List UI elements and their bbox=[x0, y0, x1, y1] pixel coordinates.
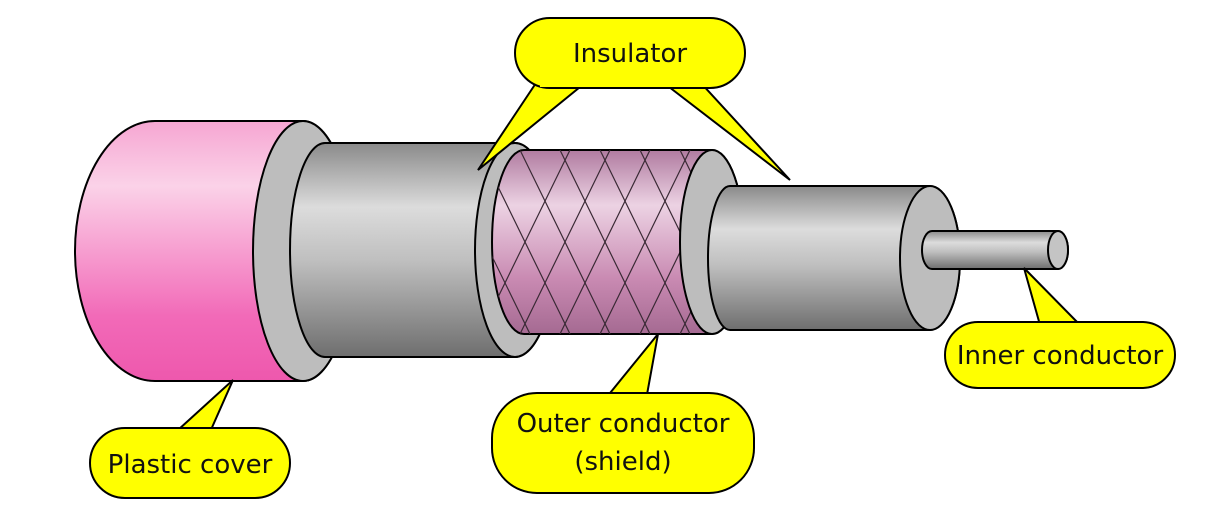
insulator-label: Insulator bbox=[573, 39, 687, 69]
callout-plastic-cover: Plastic cover bbox=[89, 379, 291, 499]
inner-conductor-label: Inner conductor bbox=[957, 341, 1164, 371]
plastic-cover-label: Plastic cover bbox=[108, 450, 273, 480]
outer-conductor-label: Outer conductor bbox=[517, 409, 730, 439]
outer-conductor-sublabel: (shield) bbox=[574, 447, 671, 477]
callout-inner-conductor: Inner conductor bbox=[944, 267, 1176, 389]
callout-outer-conductor: Outer conductor (shield) bbox=[491, 333, 755, 494]
callout-insulator: Insulator bbox=[477, 17, 791, 181]
inner-conductor bbox=[921, 230, 1069, 270]
